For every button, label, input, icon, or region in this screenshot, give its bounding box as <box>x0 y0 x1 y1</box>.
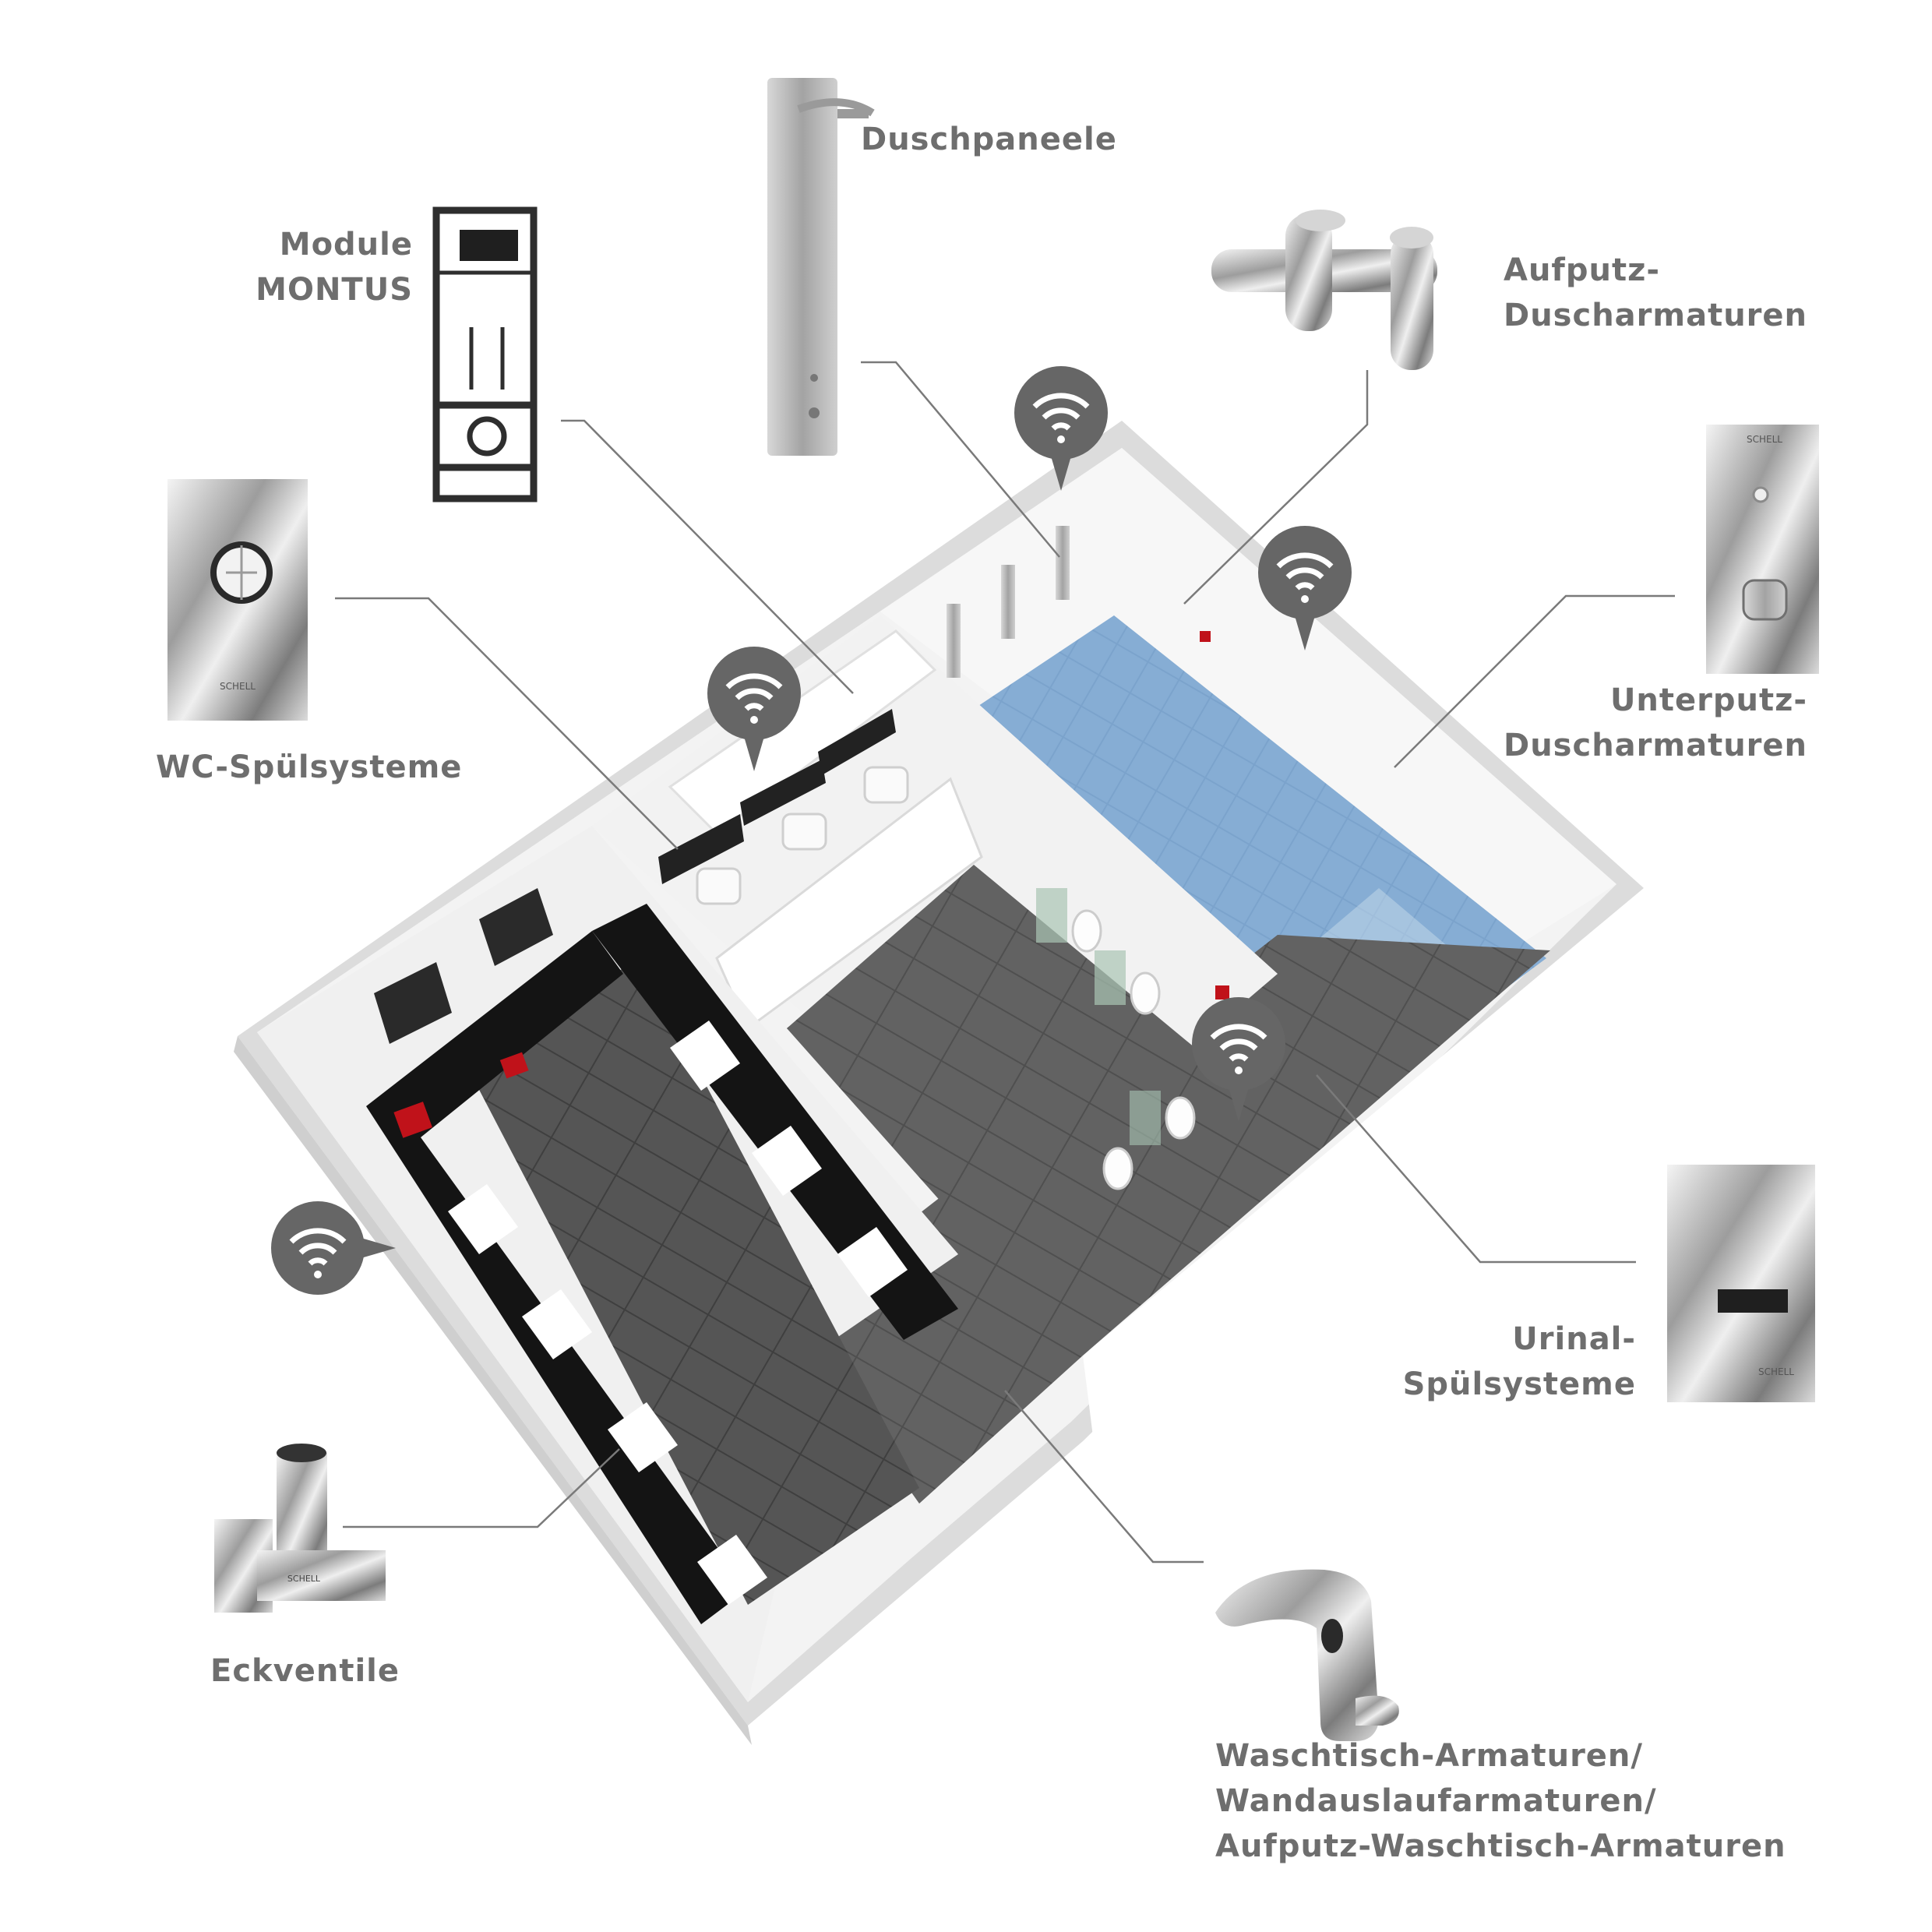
duschpaneel-icon <box>767 78 875 456</box>
leader-duschpaneele <box>861 361 1060 558</box>
wifi-icon <box>707 647 801 771</box>
leader-lines <box>335 361 1675 1564</box>
label-line: Spülsysteme <box>1402 1366 1636 1402</box>
leader-urinal <box>1316 1074 1636 1264</box>
label-waschtisch-armaturen: Waschtisch-Armaturen/ Wandauslaufarmatur… <box>1215 1733 1786 1869</box>
wc-cabins <box>658 629 983 1031</box>
label-line: MONTUS <box>256 272 413 308</box>
label-line: Duschpaneele <box>861 122 1117 157</box>
label-duschpaneele: Duschpaneele <box>861 117 1117 162</box>
label-line: Aufputz-Waschtisch-Armaturen <box>1215 1828 1786 1864</box>
brand-mark: SCHELL <box>1758 1366 1794 1377</box>
brand-mark: SCHELL <box>220 681 256 692</box>
wc-room-floor <box>787 865 1200 1239</box>
label-unterputz-duscharmaturen: Unterputz- Duscharmaturen <box>1465 678 1807 768</box>
leader-eckventil <box>343 1448 620 1528</box>
basins <box>448 1021 908 1605</box>
wifi-icon <box>1014 366 1108 491</box>
building <box>234 421 1652 1745</box>
front-wall-right <box>1083 888 1652 1449</box>
leader-unterputz <box>1394 594 1675 768</box>
wifi-icon <box>1258 526 1352 650</box>
washroom-floor <box>467 958 919 1605</box>
brand-mark: SCHELL <box>1747 434 1782 445</box>
label-line: Duscharmaturen <box>1504 298 1807 333</box>
wifi-badges <box>271 366 1352 1295</box>
wifi-icon <box>1192 997 1285 1122</box>
shower-panels <box>947 526 1070 678</box>
label-line: WC-Spülsysteme <box>156 749 463 785</box>
label-eckventile: Eckventile <box>210 1648 400 1694</box>
red-towel <box>499 1052 529 1079</box>
waschtisch-armatur-icon <box>1215 1569 1399 1741</box>
corridor-floor <box>787 935 1550 1504</box>
front-wall-left <box>234 1036 752 1745</box>
wifi-icon <box>271 1201 396 1295</box>
vanity-counter-right <box>592 904 958 1340</box>
mirror <box>479 888 553 966</box>
urinals <box>1036 888 1196 1190</box>
montus-module-icon <box>432 206 538 502</box>
red-accent <box>1200 631 1211 642</box>
label-line: Wandauslaufarmaturen/ <box>1215 1783 1657 1819</box>
label-line: Eckventile <box>210 1653 400 1689</box>
label-aufputz-duscharmaturen: Aufputz- Duscharmaturen <box>1504 248 1807 338</box>
mirror <box>374 962 452 1044</box>
label-urinal-spuelsysteme: Urinal- Spülsysteme <box>1324 1317 1636 1407</box>
brand-mark: SCHELL <box>287 1574 321 1584</box>
label-wc-spuelsysteme: WC-Spülsysteme <box>156 745 462 790</box>
unterputz-plate-icon: SCHELL <box>1706 425 1819 674</box>
leader-wc <box>335 597 679 850</box>
label-line: Waschtisch-Armaturen/ <box>1215 1738 1644 1774</box>
label-line: Duscharmaturen <box>1504 728 1807 763</box>
eckventil-icon: SCHELL <box>214 1444 386 1613</box>
aufputz-armatur-icon <box>1211 210 1437 370</box>
urinal-plate-icon: SCHELL <box>1667 1165 1815 1402</box>
red-accent <box>1215 985 1229 999</box>
red-towel <box>393 1102 432 1138</box>
label-line: Aufputz- <box>1504 252 1660 288</box>
leader-aufputz <box>1183 370 1369 605</box>
vanity-counter-left <box>366 931 748 1624</box>
leader-waschtisch <box>1004 1390 1204 1564</box>
wc-plate-icon: SCHELL <box>167 479 308 721</box>
label-line: Urinal- <box>1512 1321 1636 1357</box>
label-line: Module <box>279 227 413 263</box>
leader-montus <box>561 419 854 694</box>
label-module-montus: Module MONTUS <box>234 222 413 312</box>
label-line: Unterputz- <box>1609 682 1807 718</box>
